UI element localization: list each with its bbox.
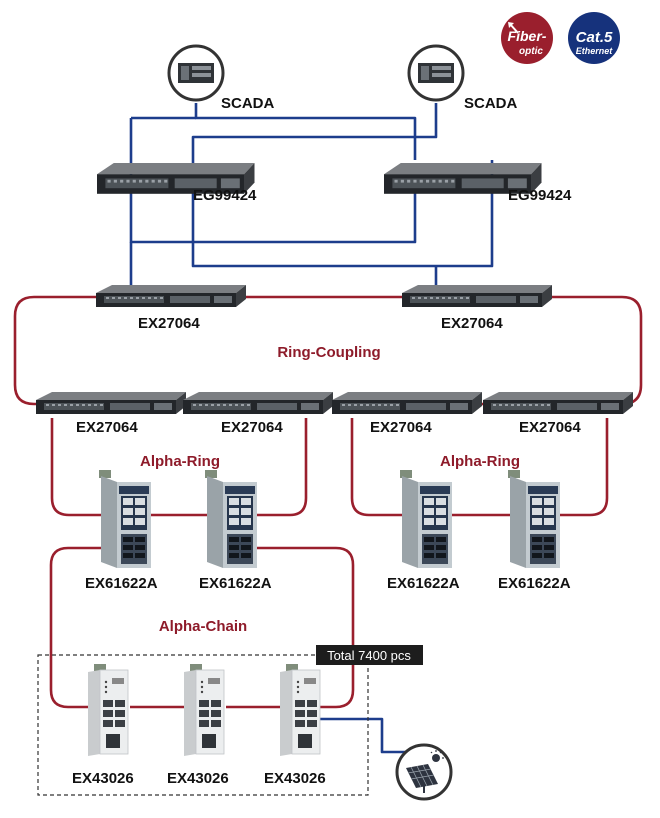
alpha-chain-label: Alpha-Chain bbox=[159, 618, 247, 635]
ring-switch-label: EX27064 bbox=[519, 419, 581, 436]
scada-label-left: SCADA bbox=[221, 95, 275, 112]
coupling-switch-label: EX27064 bbox=[138, 315, 200, 332]
ring-switch-1: EX27064 bbox=[36, 392, 186, 436]
edge-switch-label: EX43026 bbox=[167, 770, 229, 787]
alpha-ring-label-left: Alpha-Ring bbox=[140, 453, 220, 470]
ring-switch-label: EX27064 bbox=[221, 419, 283, 436]
din-switch-label: EX61622A bbox=[387, 575, 460, 592]
ring-switch-4: EX27064 bbox=[483, 392, 633, 436]
fiber-optic-legend-badge: Fiber- optic bbox=[501, 12, 553, 64]
cat5-label: Cat.5 bbox=[576, 29, 613, 46]
din-switch-label: EX61622A bbox=[498, 575, 571, 592]
din-switch-4: EX61622A bbox=[498, 470, 571, 592]
ring-switch-label: EX27064 bbox=[76, 419, 138, 436]
din-switch-3: EX61622A bbox=[387, 470, 460, 592]
scada-station-left: SCADA bbox=[167, 44, 275, 112]
coupling-switch-left: EX27064 bbox=[96, 285, 246, 332]
edge-switch-label: EX43026 bbox=[72, 770, 134, 787]
edge-switch-group-box bbox=[37, 654, 369, 796]
edge-switch-2: EX43026 bbox=[167, 663, 229, 787]
scada-label-right: SCADA bbox=[464, 95, 518, 112]
cat5-legend-badge: Cat.5 Ethernet bbox=[568, 12, 620, 64]
total-count-tag: Total 7400 pcs bbox=[316, 645, 423, 665]
din-switch-label: EX61622A bbox=[85, 575, 158, 592]
edge-switch-label: EX43026 bbox=[264, 770, 326, 787]
coupling-switch-right: EX27064 bbox=[402, 285, 552, 332]
edge-switch-3: EX43026 bbox=[264, 663, 326, 787]
fiber-optic-sublabel: optic bbox=[519, 46, 543, 57]
total-count-text: Total 7400 pcs bbox=[327, 648, 411, 663]
cat5-sublabel: Ethernet bbox=[576, 46, 614, 56]
ring-coupling-label: Ring-Coupling bbox=[277, 344, 380, 361]
core-switch-label: EG99424 bbox=[193, 187, 257, 204]
coupling-switch-label: EX27064 bbox=[441, 315, 503, 332]
din-switch-label: EX61622A bbox=[199, 575, 272, 592]
alpha-ring-label-right: Alpha-Ring bbox=[440, 453, 520, 470]
core-switch-left: EG99424 bbox=[97, 163, 257, 204]
ring-switch-3: EX27064 bbox=[332, 392, 482, 436]
edge-switch-1: EX43026 bbox=[72, 663, 134, 787]
scada-station-right: SCADA bbox=[407, 44, 518, 112]
din-switch-2: EX61622A bbox=[199, 470, 272, 592]
ring-switch-2: EX27064 bbox=[183, 392, 333, 436]
core-switch-right: EG99424 bbox=[384, 163, 572, 204]
din-switch-1: EX61622A bbox=[85, 470, 158, 592]
ring-switch-label: EX27064 bbox=[370, 419, 432, 436]
fiber-optic-label: Fiber- bbox=[508, 28, 547, 44]
solar-panel-icon bbox=[395, 743, 453, 801]
core-switch-label: EG99424 bbox=[508, 187, 572, 204]
